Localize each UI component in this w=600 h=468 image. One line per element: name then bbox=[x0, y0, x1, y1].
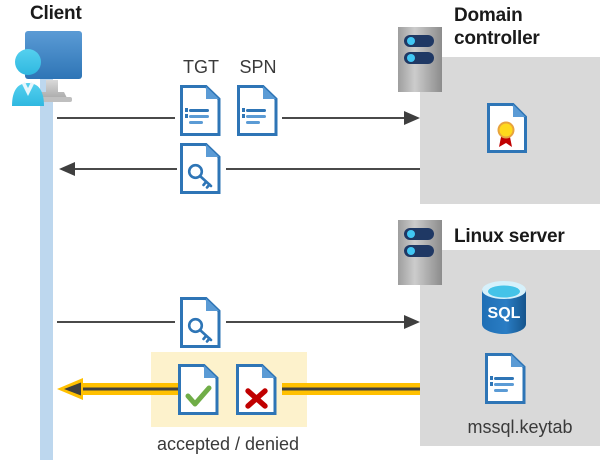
client-label: Client bbox=[30, 3, 82, 24]
flow-1-arrow-right bbox=[282, 108, 420, 128]
client-lifeline bbox=[40, 70, 53, 460]
domain-controller-server-icon bbox=[398, 27, 442, 92]
linux-server-server-icon bbox=[398, 220, 442, 285]
tgt-document-icon bbox=[180, 85, 221, 136]
flow-3-line-left bbox=[57, 318, 175, 326]
keytab-filename-caption: mssql.keytab bbox=[467, 417, 573, 437]
accepted-denied-caption: accepted / denied bbox=[156, 434, 300, 454]
linux-server-label: Linux server bbox=[454, 226, 565, 247]
spn-label: SPN bbox=[239, 57, 277, 77]
accepted-document-icon bbox=[178, 364, 219, 415]
flow-3-key-document-icon bbox=[180, 297, 221, 348]
sql-database-icon: SQL bbox=[478, 279, 530, 335]
svg-text:SQL: SQL bbox=[488, 305, 521, 322]
client-title: Client bbox=[30, 2, 150, 25]
flow-4-gold-line-right bbox=[282, 378, 420, 400]
certificate-document-icon bbox=[487, 103, 527, 153]
keytab-document-icon bbox=[485, 353, 526, 404]
flow-2-line-right bbox=[226, 165, 420, 173]
flow-4-gold-arrow-left bbox=[57, 378, 179, 400]
flow-3-arrow-right bbox=[226, 312, 420, 332]
denied-document-icon bbox=[236, 364, 277, 415]
flow-2-arrow-left bbox=[57, 159, 177, 179]
flow-1-line-left bbox=[57, 114, 175, 122]
tgt-label: TGT bbox=[183, 57, 219, 77]
flow-2-key-document-icon bbox=[180, 143, 221, 194]
domain-controller-label: Domain controller bbox=[454, 5, 540, 49]
spn-document-icon bbox=[237, 85, 278, 136]
user-monitor-icon bbox=[6, 28, 102, 106]
